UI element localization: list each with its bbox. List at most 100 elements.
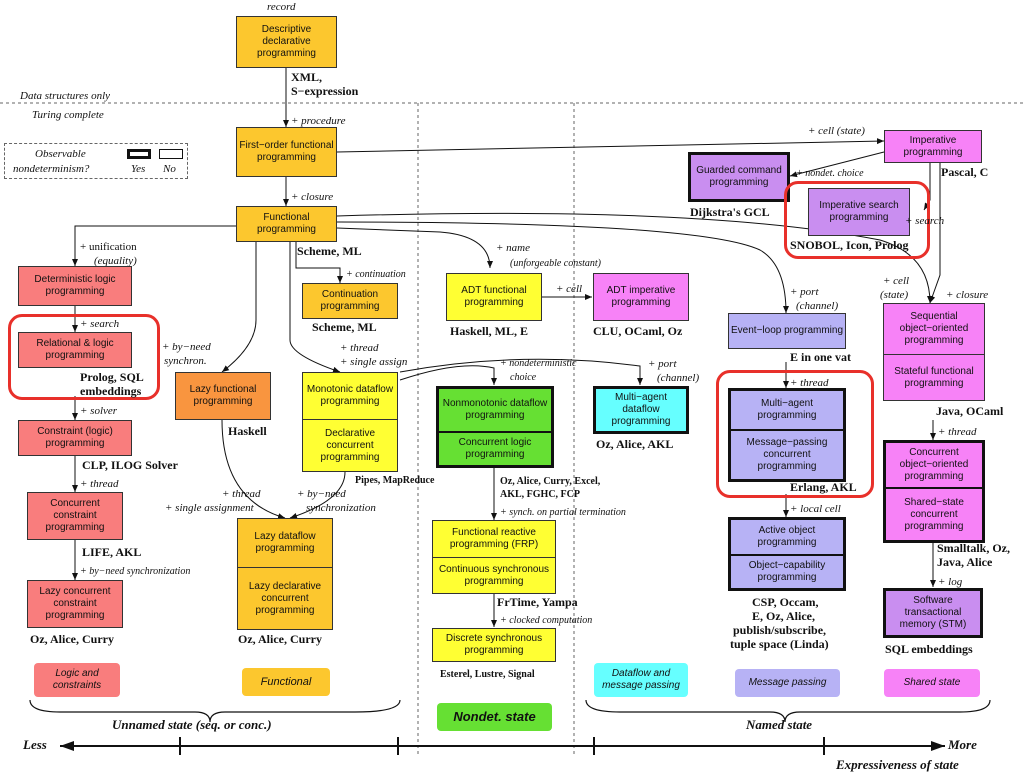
lang-clu: CLU, OCaml, Oz: [593, 324, 683, 338]
box-active-obj-group: Active object programming Object−capabil…: [728, 517, 846, 591]
lang-xml: XML,: [291, 70, 322, 84]
highlight-message-passing: [716, 370, 874, 498]
lang-haskell-ml-e: Haskell, ML, E: [450, 324, 529, 338]
edge-label-port-2: + port: [648, 358, 677, 370]
edge-label-search-1: + search: [905, 215, 945, 227]
box-nonmonotonic: Nonmonotonic dataflow programming: [442, 398, 548, 421]
edge-label-synchronization: synchronization: [306, 502, 376, 514]
box-lazy-func: Lazy functional programming: [175, 372, 271, 420]
legend-yes-swatch: [127, 149, 151, 159]
box-first-order: First−order functional programming: [236, 127, 337, 177]
edge-label-thread-3: + thread: [80, 478, 119, 490]
box-seq-oo-group: Sequential object−oriented programming S…: [883, 303, 985, 401]
lang-erlang: Erlang, AKL: [790, 480, 857, 494]
box-continuation: Continuation programming: [302, 283, 398, 319]
lang-csp-2: E, Oz, Alice,: [752, 609, 815, 623]
lang-scheme-ml: Scheme, ML: [297, 244, 362, 258]
edge-label-search-2: + search: [80, 318, 120, 330]
brace-unnamed: [29, 699, 401, 723]
group-named: Named state: [746, 717, 813, 732]
lang-esterel: Esterel, Lustre, Signal: [440, 669, 535, 680]
edge-functional-seqoo: [336, 212, 933, 304]
group-nondet: Nondet. state: [437, 703, 552, 731]
category-shared: Shared state: [884, 669, 980, 697]
lang-life: LIFE, AKL: [82, 545, 142, 559]
highlight-imperative-search: [784, 181, 930, 259]
brace-named: [585, 699, 991, 723]
expressiveness-axis: [60, 737, 945, 755]
edge-label-nondet-choice: + nondet. choice: [796, 168, 864, 179]
edge-lazyfunc-lazydataflow: [221, 419, 286, 519]
box-conc-constraint: Concurrent constraint programming: [27, 492, 123, 540]
box-lazy-decl: Lazy declarative concurrent programming: [238, 567, 332, 629]
edge-label-closure-1: + closure: [291, 191, 334, 203]
edge-label-synchron: synchron.: [164, 355, 207, 367]
box-adt-func: ADT functional programming: [446, 273, 542, 321]
edge-label-by-need-1: + by−need: [162, 341, 211, 353]
edge-monotonic-multiagent: [399, 358, 643, 385]
edge-functional-monotonic: [289, 242, 341, 373]
edge-functional-continuation: [295, 242, 343, 283]
axis-less: Less: [23, 737, 47, 752]
edge-label-name: + name: [496, 242, 530, 254]
edge-firstorder-imperative: [336, 138, 885, 153]
lang-clp: CLP, ILOG Solver: [82, 458, 178, 472]
axis-title: Expressiveness of state: [836, 757, 959, 772]
legend-no: No: [163, 163, 176, 175]
lang-snobol: SNOBOL, Icon, Prolog: [790, 238, 909, 252]
edge-label-solver: + solver: [80, 405, 118, 417]
box-multi-agent-group: Multi−agent programming Message−passing …: [728, 388, 846, 482]
edge-label-thread-1: + thread: [340, 342, 379, 354]
edge-label-by-need-sync: + by−need synchronization: [80, 566, 191, 577]
edge-label-channel: (channel): [796, 300, 839, 312]
edge-label-unforgeable: (unforgeable constant): [510, 258, 602, 269]
box-stm: Software transactional memory (STM): [883, 588, 983, 638]
legend-title-2: nondeterminism?: [13, 163, 90, 175]
legend-yes: Yes: [131, 163, 146, 175]
edge-functional-lazyfunc: [221, 242, 257, 373]
edge-label-single-assign: + single assign: [340, 356, 408, 368]
box-lazy-dataflow: Lazy dataflow programming: [254, 531, 316, 554]
box-imp-search: Imperative search programming: [808, 188, 910, 236]
lang-prolog-sql-2: embeddings: [80, 384, 142, 398]
box-active-obj: Active object programming: [757, 525, 817, 548]
lang-oz-curry-b: Oz, Alice, Curry: [238, 632, 322, 646]
axis-more: More: [948, 737, 977, 752]
box-decl-conc: Declarative concurrent programming: [303, 419, 397, 471]
edge-label-thread-2: + thread: [790, 377, 829, 389]
lang-prolog-sql-1: Prolog, SQL: [80, 370, 144, 384]
box-det-logic: Deterministic logic programming: [18, 266, 132, 306]
box-constraint: Constraint (logic) programming: [18, 420, 132, 456]
edge-monotonic-nonmonotonic: [399, 365, 497, 385]
box-descriptive: Descriptive declarative programming: [236, 16, 337, 68]
edge-label-channel-2: (channel): [657, 372, 700, 384]
edge-label-single-assignment: + single assignment: [165, 502, 254, 514]
box-monotonic: Monotonic dataflow programming: [306, 384, 394, 407]
edge-label-thread-4: + thread: [222, 488, 261, 500]
edge-functional-adt: [336, 227, 493, 269]
edge-label-clocked: + clocked computation: [500, 615, 593, 626]
edge-label-port: + port: [790, 286, 819, 298]
box-shared-state: Shared−state concurrent programming: [886, 487, 982, 540]
legend-no-swatch: [159, 149, 183, 159]
edge-label-choice: choice: [510, 372, 537, 383]
turing-complete-label: Turing complete: [32, 109, 104, 121]
lang-sexpr: S−expression: [291, 84, 359, 98]
box-multi-agent: Multi−agent programming: [757, 398, 817, 421]
lang-smalltalk-2: Java, Alice: [937, 555, 993, 569]
box-msg-passing: Message−passing concurrent programming: [731, 429, 843, 479]
lang-csp-4: tuple space (Linda): [730, 637, 829, 651]
edge-label-cell-2: + cell: [883, 275, 910, 287]
box-seq-oo: Sequential object−oriented programming: [899, 311, 969, 346]
edge-functional-detlogic: [72, 225, 236, 266]
box-adt-imp: ADT imperative programming: [593, 273, 689, 321]
box-stateful-func: Stateful functional programming: [884, 354, 984, 400]
record-label: record: [267, 1, 296, 13]
box-monotonic-group: Monotonic dataflow programming Declarati…: [302, 372, 398, 472]
category-message: Message passing: [735, 669, 840, 697]
edge-imperative-search: [923, 163, 931, 211]
box-nonmonotonic-group: Nonmonotonic dataflow programming Concur…: [436, 386, 554, 468]
group-unnamed: Unnamed state (seq. or conc.): [112, 717, 272, 732]
box-conc-oo: Concurrent object−oriented programming: [899, 447, 969, 482]
highlight-relational: [8, 314, 160, 400]
